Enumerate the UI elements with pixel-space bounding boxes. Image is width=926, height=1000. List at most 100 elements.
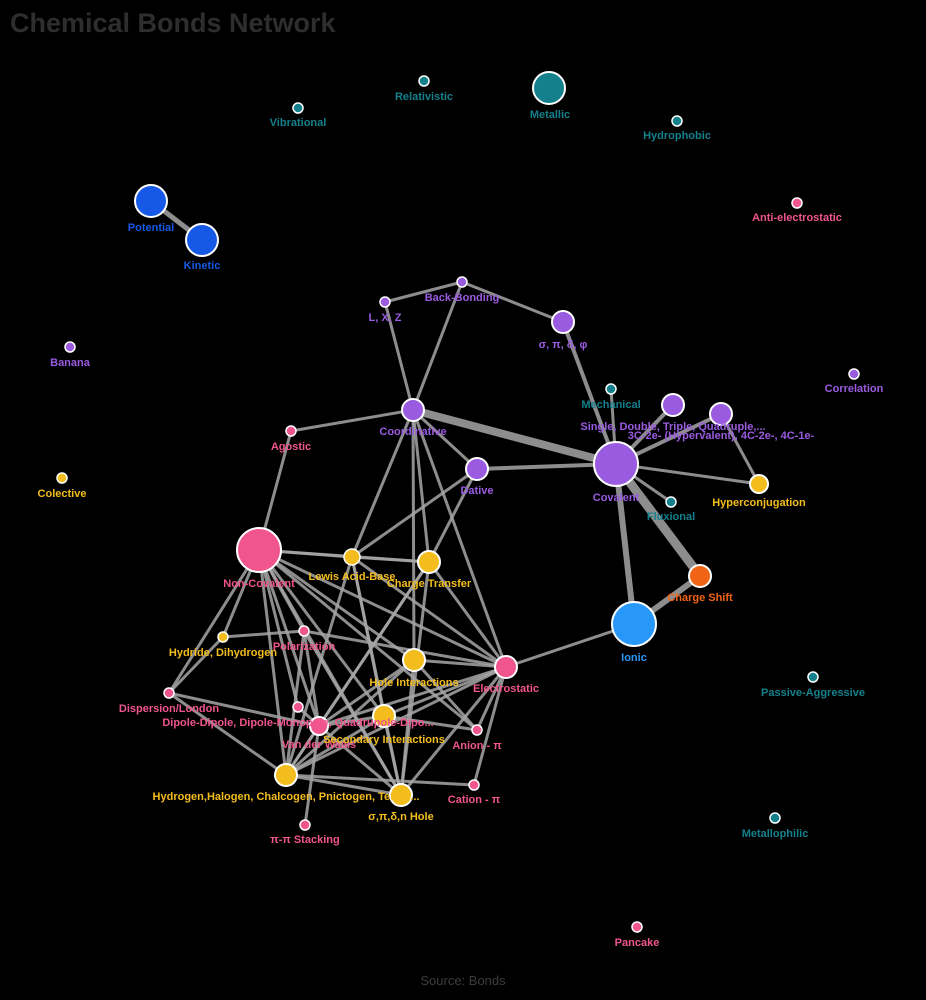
edge-coordinative-covalent	[409, 406, 620, 468]
node-hyperconj[interactable]	[749, 474, 769, 494]
node-covalent[interactable]	[593, 441, 639, 487]
node-sigmapi[interactable]	[551, 310, 575, 334]
edge-coordinative-chargetransfer	[411, 408, 431, 564]
edge-dative-covalent	[475, 462, 618, 471]
node-holeint[interactable]	[402, 648, 426, 672]
node-label-relativistic: Relativistic	[395, 91, 453, 103]
edge-vdw-sigmahole	[317, 724, 403, 797]
node-label-threec: 3C-2e- (Hypervalent), 4C-2e-, 4C-1e-	[628, 430, 815, 442]
node-metallophilic[interactable]	[769, 812, 781, 824]
node-label-polarization: Polarization	[273, 641, 336, 653]
node-anionpi[interactable]	[471, 724, 483, 736]
node-label-kinetic: Kinetic	[184, 260, 221, 272]
node-coordinative[interactable]	[401, 398, 425, 422]
node-vdw[interactable]	[309, 716, 329, 736]
node-antielectrostatic[interactable]	[791, 197, 803, 209]
node-label-dipole: Dipole-Dipole, Dipole-Monopole, Quadrupo…	[162, 717, 433, 729]
edge-covalent-hyperconj	[614, 462, 761, 486]
node-cationpi[interactable]	[468, 779, 480, 791]
node-kinetic[interactable]	[185, 223, 219, 257]
node-ionic[interactable]	[611, 601, 657, 647]
node-metallic[interactable]	[532, 71, 566, 105]
node-label-coordinative: Coordinative	[379, 426, 446, 438]
node-label-ionic: Ionic	[621, 652, 647, 664]
node-label-vdw: Van der Waals	[282, 739, 356, 751]
node-threec[interactable]	[709, 402, 733, 426]
node-label-hydrogen: Hydrogen,Halogen, Chalcogen, Pnictogen, …	[153, 791, 420, 803]
edge-chargetransfer-electrostatic	[427, 560, 508, 669]
edge-electrostatic-vdw	[317, 665, 508, 728]
node-backbonding[interactable]	[456, 276, 468, 288]
node-mechanical[interactable]	[605, 383, 617, 395]
node-label-lxz: L, X, Z	[369, 312, 402, 324]
edge-coordinative-agostic	[289, 408, 415, 433]
edge-hydride-polarization	[221, 629, 306, 639]
node-chargetransfer[interactable]	[417, 550, 441, 574]
edge-lxz-coordinative	[383, 300, 415, 412]
edge-coordinative-lewis	[350, 408, 415, 559]
edge-holeint-sigmahole	[399, 658, 416, 797]
node-agostic[interactable]	[285, 425, 297, 437]
edge-chargetransfer-vdw	[317, 560, 431, 728]
node-label-backbonding: Back-Bonding	[425, 292, 500, 304]
node-chargeshift[interactable]	[688, 564, 712, 588]
node-relativistic[interactable]	[418, 75, 430, 87]
node-pipi[interactable]	[299, 819, 311, 831]
node-vibrational[interactable]	[292, 102, 304, 114]
node-sigmahole[interactable]	[389, 783, 413, 807]
node-noncovalent[interactable]	[236, 527, 282, 573]
node-lxz[interactable]	[379, 296, 391, 308]
edge-threec-hyperconj	[719, 412, 761, 486]
edge-holeint-electrostatic	[412, 658, 508, 669]
node-banana[interactable]	[64, 341, 76, 353]
edge-covalent-ionic	[613, 461, 637, 627]
node-hydrophobic[interactable]	[671, 115, 683, 127]
node-label-passive: Passive-Aggressive	[761, 687, 865, 699]
node-colective[interactable]	[56, 472, 68, 484]
edge-lewis-hydrogen	[284, 555, 354, 777]
node-label-electrostatic: Electrostatic	[473, 683, 539, 695]
node-potential[interactable]	[134, 184, 168, 218]
node-passive[interactable]	[807, 671, 819, 683]
node-fluxional[interactable]	[665, 496, 677, 508]
node-correlation[interactable]	[848, 368, 860, 380]
node-label-noncovalent: Non-Covalent	[223, 578, 295, 590]
node-label-hydride: Hydride, Dihydrogen	[169, 647, 277, 659]
edge-lewis-secondary	[350, 555, 386, 718]
node-label-sigmapi: σ, π, δ, φ	[539, 339, 588, 351]
node-label-agostic: Agostic	[271, 441, 311, 453]
edge-electrostatic-cationpi	[472, 665, 508, 787]
source-note: Source: Bonds	[420, 973, 506, 988]
edge-backbonding-coordinative	[411, 280, 464, 412]
node-hydride[interactable]	[217, 631, 229, 643]
node-secondary[interactable]	[372, 704, 396, 728]
edge-dative-lewis	[350, 467, 479, 559]
node-lewis[interactable]	[343, 548, 361, 566]
node-label-sigmahole: σ,π,δ,n Hole	[368, 811, 433, 823]
node-label-secondary: Secondary Interactions	[323, 734, 445, 746]
node-dipole[interactable]	[292, 701, 304, 713]
node-label-hyperconj: Hyperconjugation	[712, 497, 806, 509]
edge-noncovalent-dipole	[257, 548, 300, 709]
edge-electrostatic-hydrogen	[284, 665, 508, 777]
node-label-pipi: π-π Stacking	[270, 834, 339, 846]
edge-sigmapi-covalent	[561, 320, 618, 466]
node-label-vibrational: Vibrational	[270, 117, 327, 129]
node-dative[interactable]	[465, 457, 489, 481]
node-label-correlation: Correlation	[825, 383, 884, 395]
node-dispersion[interactable]	[163, 687, 175, 699]
edge-backbonding-sigmapi	[460, 280, 565, 324]
edge-polarization-electrostatic	[302, 629, 508, 669]
node-label-mechanical: Mechanical	[581, 399, 640, 411]
node-pancake[interactable]	[631, 921, 643, 933]
node-label-cationpi: Cation - π	[448, 794, 501, 806]
node-hydrogen[interactable]	[274, 763, 298, 787]
node-single[interactable]	[661, 393, 685, 417]
node-label-holeint: Hole Interactions	[369, 677, 458, 689]
node-electrostatic[interactable]	[494, 655, 518, 679]
edge-holeint-anionpi	[412, 658, 479, 732]
node-polarization[interactable]	[298, 625, 310, 637]
node-label-fluxional: Fluxional	[647, 511, 695, 523]
node-label-potential: Potential	[128, 222, 174, 234]
